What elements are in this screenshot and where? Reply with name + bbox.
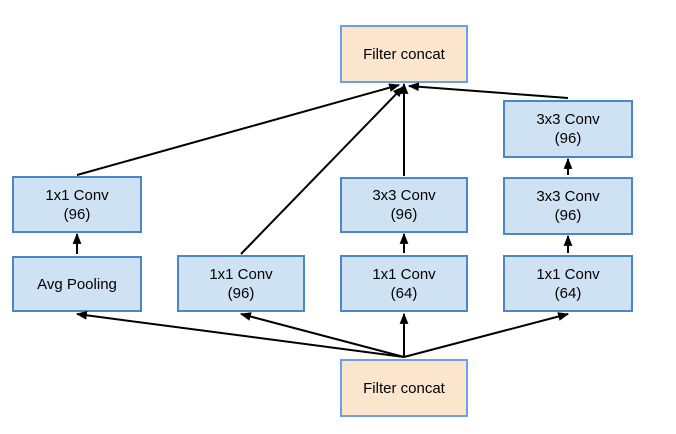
edge-bottomconcat-to-conv1x1-branch2 bbox=[239, 312, 405, 358]
edge-branch1-to-topconcat bbox=[76, 83, 401, 176]
node-avg-pooling-branch1: Avg Pooling bbox=[12, 256, 142, 312]
node-label: 3x3 Conv bbox=[536, 111, 600, 128]
node-conv-3x3-96-branch4-mid: 3x3 Conv (96) bbox=[503, 177, 633, 235]
node-filter-concat-top: Filter concat bbox=[340, 25, 468, 83]
node-label: Avg Pooling bbox=[37, 275, 117, 293]
node-conv-1x1-96-branch2: 1x1 Conv (96) bbox=[177, 255, 305, 312]
node-label: 1x1 Conv bbox=[372, 265, 436, 283]
node-sublabel: (64) bbox=[390, 284, 418, 302]
node-label: 1x1 Conv bbox=[209, 265, 273, 283]
node-sublabel: (96) bbox=[390, 206, 418, 223]
node-conv-1x1-96-branch1: 1x1 Conv (96) bbox=[12, 176, 142, 233]
node-conv-1x1-64-branch3: 1x1 Conv (64) bbox=[340, 255, 468, 312]
node-sublabel: (96) bbox=[227, 284, 255, 302]
node-filter-concat-bottom: Filter concat bbox=[340, 359, 468, 417]
edge-bottomconcat-to-conv1x1-branch4 bbox=[403, 312, 570, 358]
node-conv-3x3-96-branch4-top: 3x3 Conv (96) bbox=[503, 100, 633, 158]
node-conv-1x1-64-branch4: 1x1 Conv (64) bbox=[503, 255, 633, 312]
node-label: Filter concat bbox=[363, 45, 445, 63]
edge-branch4-to-topconcat bbox=[407, 82, 569, 99]
node-label: Filter concat bbox=[363, 379, 445, 397]
node-label: 1x1 Conv bbox=[536, 265, 600, 283]
node-label: 3x3 Conv bbox=[536, 188, 600, 205]
node-sublabel: (96) bbox=[554, 207, 582, 224]
edge-bottomconcat-to-avgpool bbox=[75, 310, 405, 358]
node-label: 3x3 Conv bbox=[372, 187, 436, 204]
node-conv-3x3-96-branch3: 3x3 Conv (96) bbox=[340, 177, 468, 233]
node-sublabel: (96) bbox=[554, 130, 582, 147]
node-sublabel: (96) bbox=[63, 205, 91, 223]
node-sublabel: (64) bbox=[554, 284, 582, 302]
node-label: 1x1 Conv bbox=[45, 186, 109, 204]
